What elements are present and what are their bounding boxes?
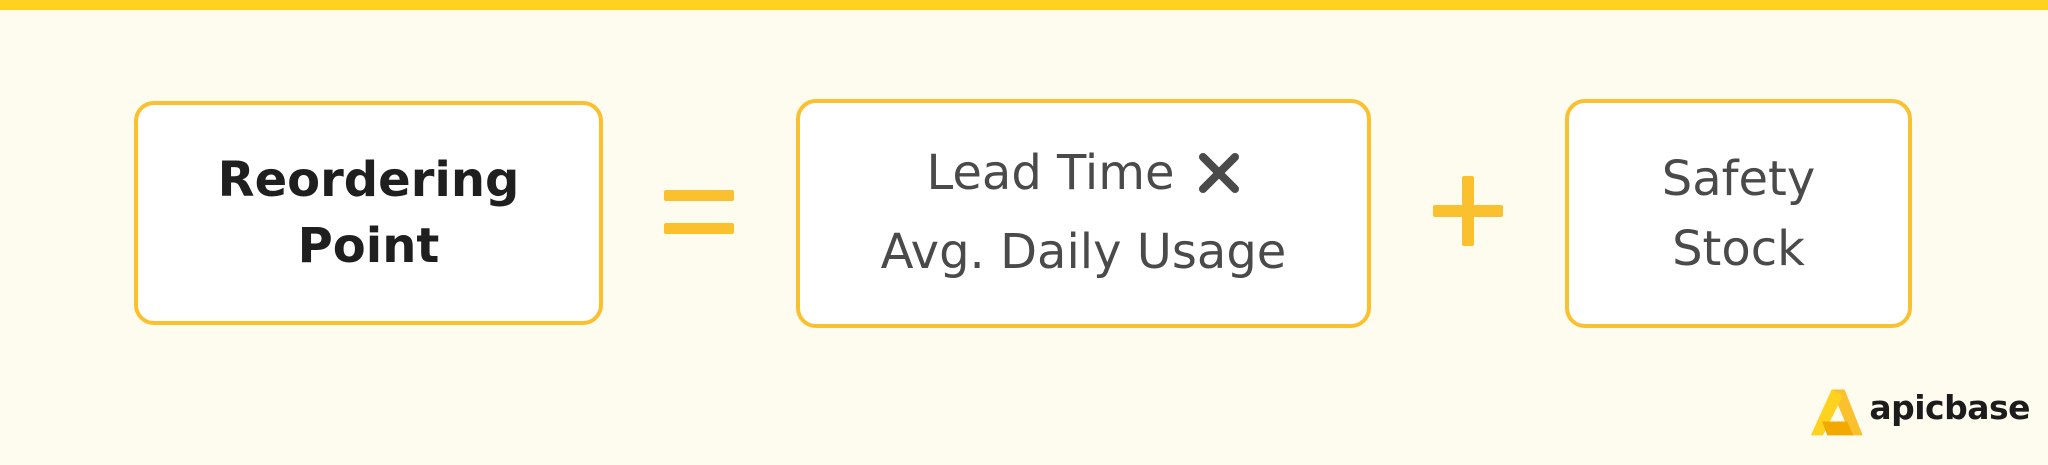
safety-stock-line2: Stock: [1672, 220, 1805, 277]
safety-stock-box: Safety Stock: [1565, 99, 1912, 328]
plus-icon: [1433, 176, 1503, 246]
multiply-icon: [1198, 152, 1239, 193]
apicbase-wordmark: apicbase: [1869, 388, 2030, 427]
safety-stock-line1: Safety: [1661, 150, 1816, 207]
lead-time-times-usage-box: Lead Time Avg. Daily Usage: [796, 99, 1371, 328]
lead-time-row: Lead Time: [926, 135, 1240, 211]
equals-icon: [664, 190, 734, 234]
reordering-point-line1: Reordering: [217, 152, 520, 208]
top-accent-bar: [0, 0, 2048, 10]
apicbase-logo: apicbase: [1810, 382, 2030, 442]
avg-daily-usage-label: Avg. Daily Usage: [880, 223, 1287, 280]
reordering-point-line2: Point: [297, 218, 440, 274]
apicbase-logo-icon: [1810, 389, 1863, 436]
reordering-point-box: Reordering Point: [134, 101, 603, 325]
lead-time-label: Lead Time: [926, 144, 1175, 201]
